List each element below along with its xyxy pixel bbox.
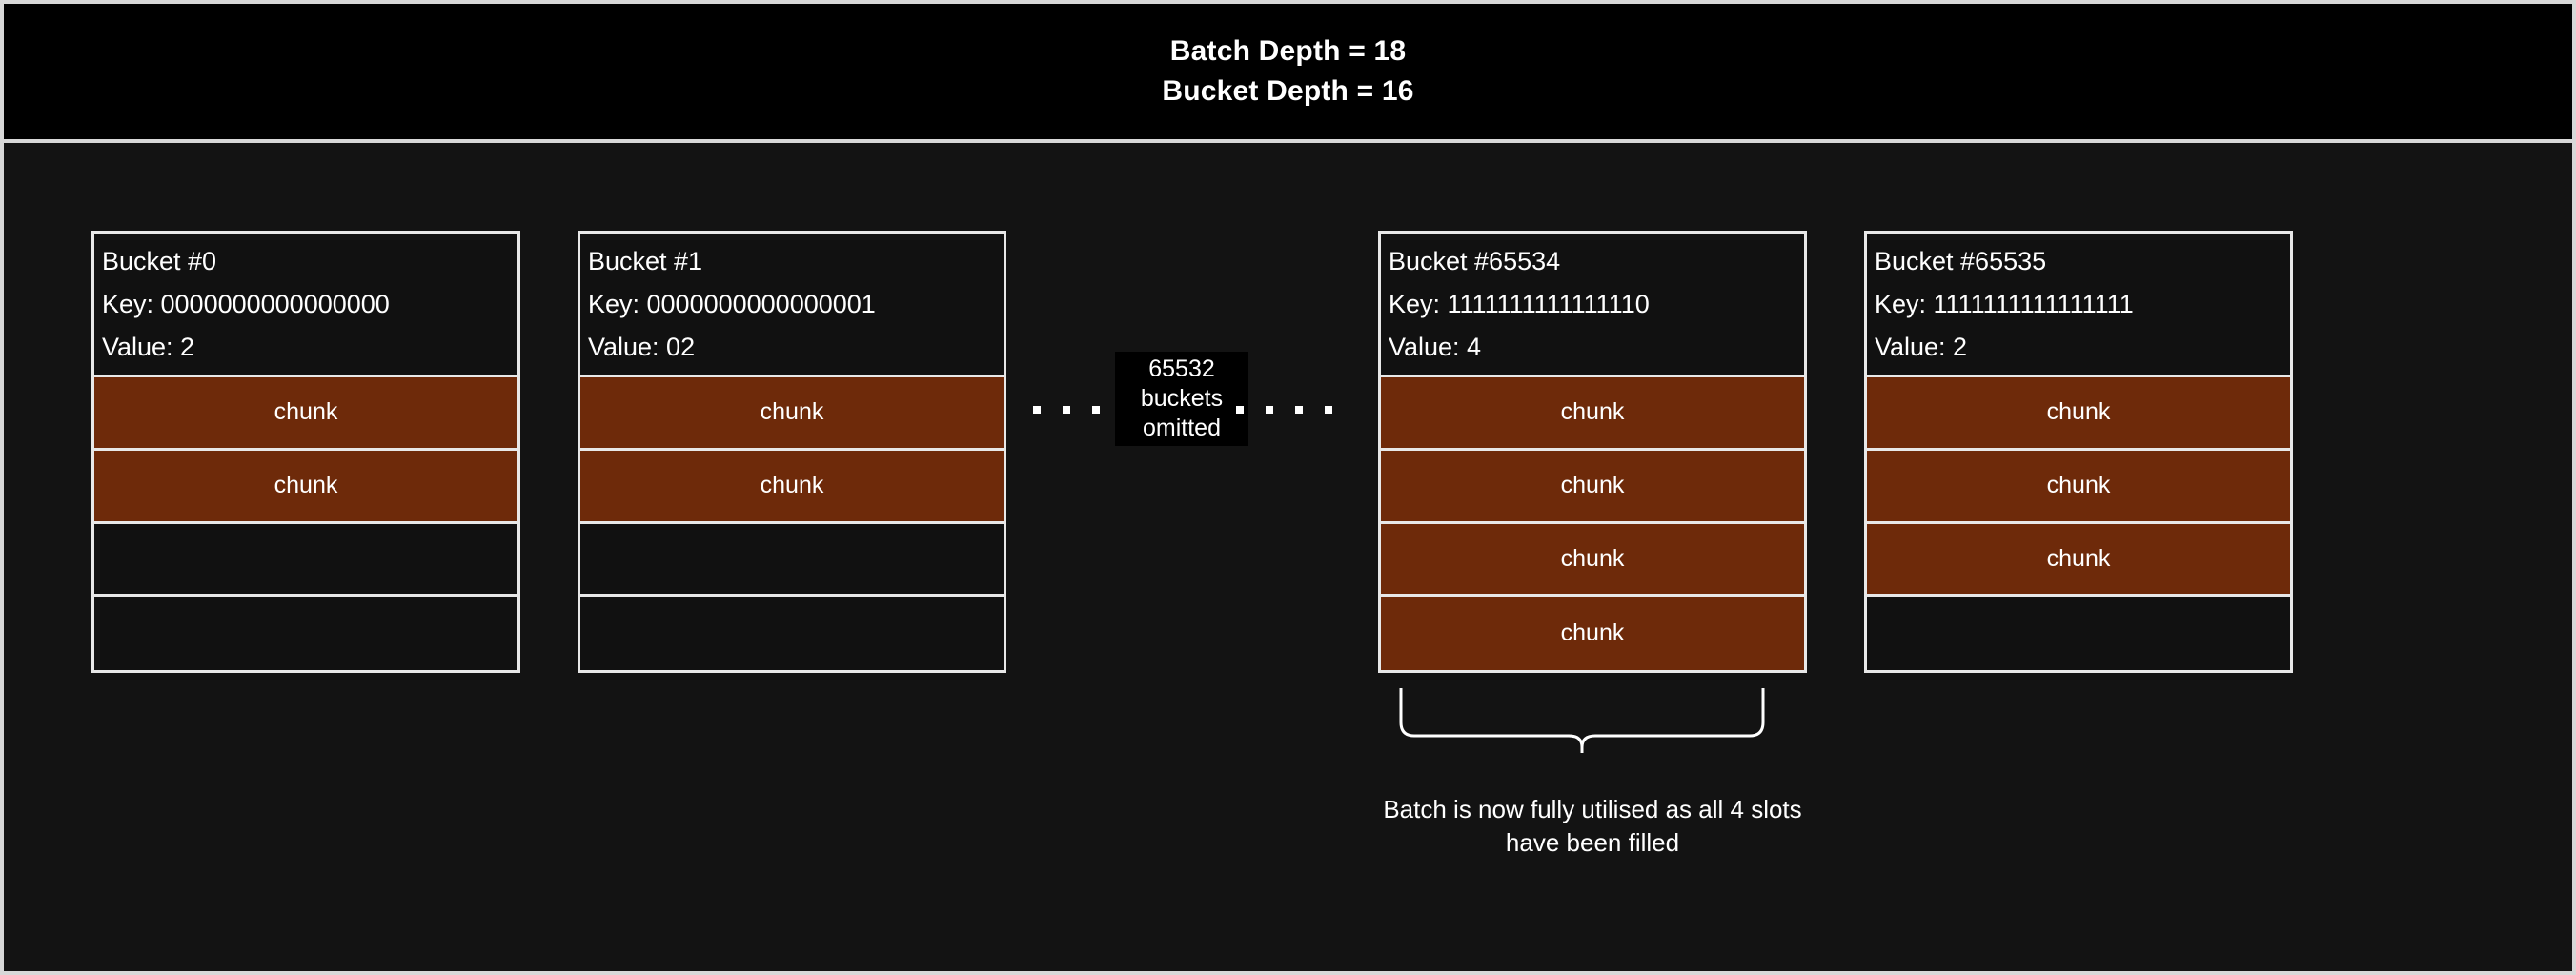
dot-icon	[1033, 406, 1041, 414]
bucket-card-1: Bucket #1 Key: 0000000000000001 Value: 0…	[578, 231, 1006, 673]
chunk-label: chunk	[2047, 547, 2111, 571]
chunk-slot: chunk	[1381, 377, 1804, 451]
chunk-label: chunk	[274, 400, 338, 424]
bucket-key-1: Key: 0000000000000001	[588, 283, 1004, 326]
empty-slot	[580, 524, 1004, 598]
bucket-header-65535: Bucket #65535 Key: 1111111111111111 Valu…	[1867, 234, 2290, 377]
ellipsis-dots-right	[1236, 406, 1332, 414]
bucket-value-65534: Value: 4	[1389, 326, 1804, 369]
diagram-header: Batch Depth = 18 Bucket Depth = 16	[4, 4, 2572, 143]
dot-icon	[1063, 406, 1070, 414]
empty-slot	[94, 597, 517, 670]
dot-icon	[1266, 406, 1273, 414]
dot-icon	[1236, 406, 1244, 414]
bucket-key-65534: Key: 1111111111111110	[1389, 283, 1804, 326]
empty-slot	[580, 597, 1004, 670]
chunk-slot: chunk	[1867, 451, 2290, 524]
chunk-slot: chunk	[94, 451, 517, 524]
bucket-slots-65534: chunk chunk chunk chunk	[1381, 377, 1804, 670]
omitted-buckets-label: 65532 buckets omitted	[1115, 352, 1248, 446]
bucket-value-0: Value: 2	[102, 326, 517, 369]
chunk-label: chunk	[1561, 474, 1625, 498]
bucket-card-65534: Bucket #65534 Key: 1111111111111110 Valu…	[1378, 231, 1807, 673]
dot-icon	[1092, 406, 1100, 414]
chunk-slot: chunk	[1381, 597, 1804, 670]
bucket-key-0: Key: 0000000000000000	[102, 283, 517, 326]
bucket-title-0: Bucket #0	[102, 240, 517, 283]
chunk-slot: chunk	[94, 377, 517, 451]
empty-slot	[94, 524, 517, 598]
bucket-header-1: Bucket #1 Key: 0000000000000001 Value: 0…	[580, 234, 1004, 377]
bucket-slots-1: chunk chunk	[580, 377, 1004, 670]
bucket-title-1: Bucket #1	[588, 240, 1004, 283]
omitted-buckets-annotation: 65532 buckets omitted	[1031, 352, 1334, 457]
chunk-label: chunk	[761, 474, 824, 498]
chunk-slot: chunk	[1381, 451, 1804, 524]
bucket-title-65535: Bucket #65535	[1875, 240, 2290, 283]
bucket-value-65535: Value: 2	[1875, 326, 2290, 369]
empty-slot	[1867, 597, 2290, 670]
chunk-slot: chunk	[1867, 377, 2290, 451]
bucket-header-0: Bucket #0 Key: 0000000000000000 Value: 2	[94, 234, 517, 377]
chunk-label: chunk	[274, 474, 338, 498]
bucket-key-65535: Key: 1111111111111111	[1875, 283, 2290, 326]
chunk-label: chunk	[761, 400, 824, 424]
chunk-slot: chunk	[1867, 524, 2290, 598]
batch-depth-label: Batch Depth = 18	[1170, 31, 1406, 71]
chunk-label: chunk	[2047, 400, 2111, 424]
dot-icon	[1325, 406, 1332, 414]
curly-brace-icon	[1397, 688, 1767, 753]
chunk-label: chunk	[1561, 547, 1625, 571]
dot-icon	[1295, 406, 1303, 414]
bucket-slots-65535: chunk chunk chunk	[1867, 377, 2290, 670]
bucket-value-1: Value: 02	[588, 326, 1004, 369]
bucket-header-65534: Bucket #65534 Key: 1111111111111110 Valu…	[1381, 234, 1804, 377]
bucket-depth-label: Bucket Depth = 16	[1162, 71, 1413, 112]
bucket-card-65535: Bucket #65535 Key: 1111111111111111 Valu…	[1864, 231, 2293, 673]
bucket-slots-0: chunk chunk	[94, 377, 517, 670]
bucket-card-0: Bucket #0 Key: 0000000000000000 Value: 2…	[91, 231, 520, 673]
batch-utilisation-caption: Batch is now fully utilised as all 4 slo…	[1378, 793, 1807, 860]
chunk-label: chunk	[2047, 474, 2111, 498]
bucket-title-65534: Bucket #65534	[1389, 240, 1804, 283]
chunk-slot: chunk	[580, 377, 1004, 451]
chunk-slot: chunk	[1381, 524, 1804, 598]
chunk-label: chunk	[1561, 621, 1625, 645]
chunk-label: chunk	[1561, 400, 1625, 424]
chunk-slot: chunk	[580, 451, 1004, 524]
